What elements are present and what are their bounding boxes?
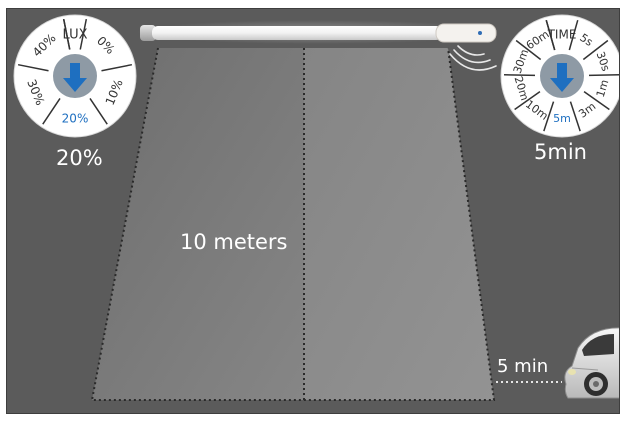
car-timer-label: 5 min [497,356,549,377]
arrow-down-icon [550,63,574,92]
coverage-area [90,47,496,401]
sensor-wave-icon [449,45,497,71]
coverage-left-half [92,48,304,400]
lux-dial-separator [62,18,71,50]
distance-label: 10 meters [180,230,288,254]
time-dial-separator [583,90,610,111]
lux-dial-separator [79,18,88,50]
time-option[interactable]: 30s [594,50,613,73]
time-dial-separator [582,39,609,61]
car-icon [564,327,620,399]
lux-dial-separator [89,98,108,125]
time-readout: 5min [534,140,587,164]
lux-readout: 20% [56,146,103,170]
time-dial-title: TIME [547,28,577,42]
coverage-right-half [304,48,494,400]
time-dial-separator [569,101,581,132]
time-dial-separator [515,39,542,61]
time-dial-separator [545,19,556,51]
time-dial-separator [514,90,541,111]
lux-dial-separator [42,98,61,125]
time-option[interactable]: 5m [553,112,571,125]
time-option[interactable]: 1m [594,78,612,99]
motion-sensor-icon [136,20,497,44]
time-dial-separator [568,19,579,51]
arrow-down-icon [63,63,87,92]
lux-dial-title: LUX [62,28,87,43]
lux-dial-separator [101,63,133,72]
time-dial-separator [588,73,620,77]
lux-option[interactable]: 20% [62,112,89,126]
lux-dial-separator [17,63,49,72]
time-dial-separator [503,73,536,77]
time-dial-separator [543,101,555,132]
